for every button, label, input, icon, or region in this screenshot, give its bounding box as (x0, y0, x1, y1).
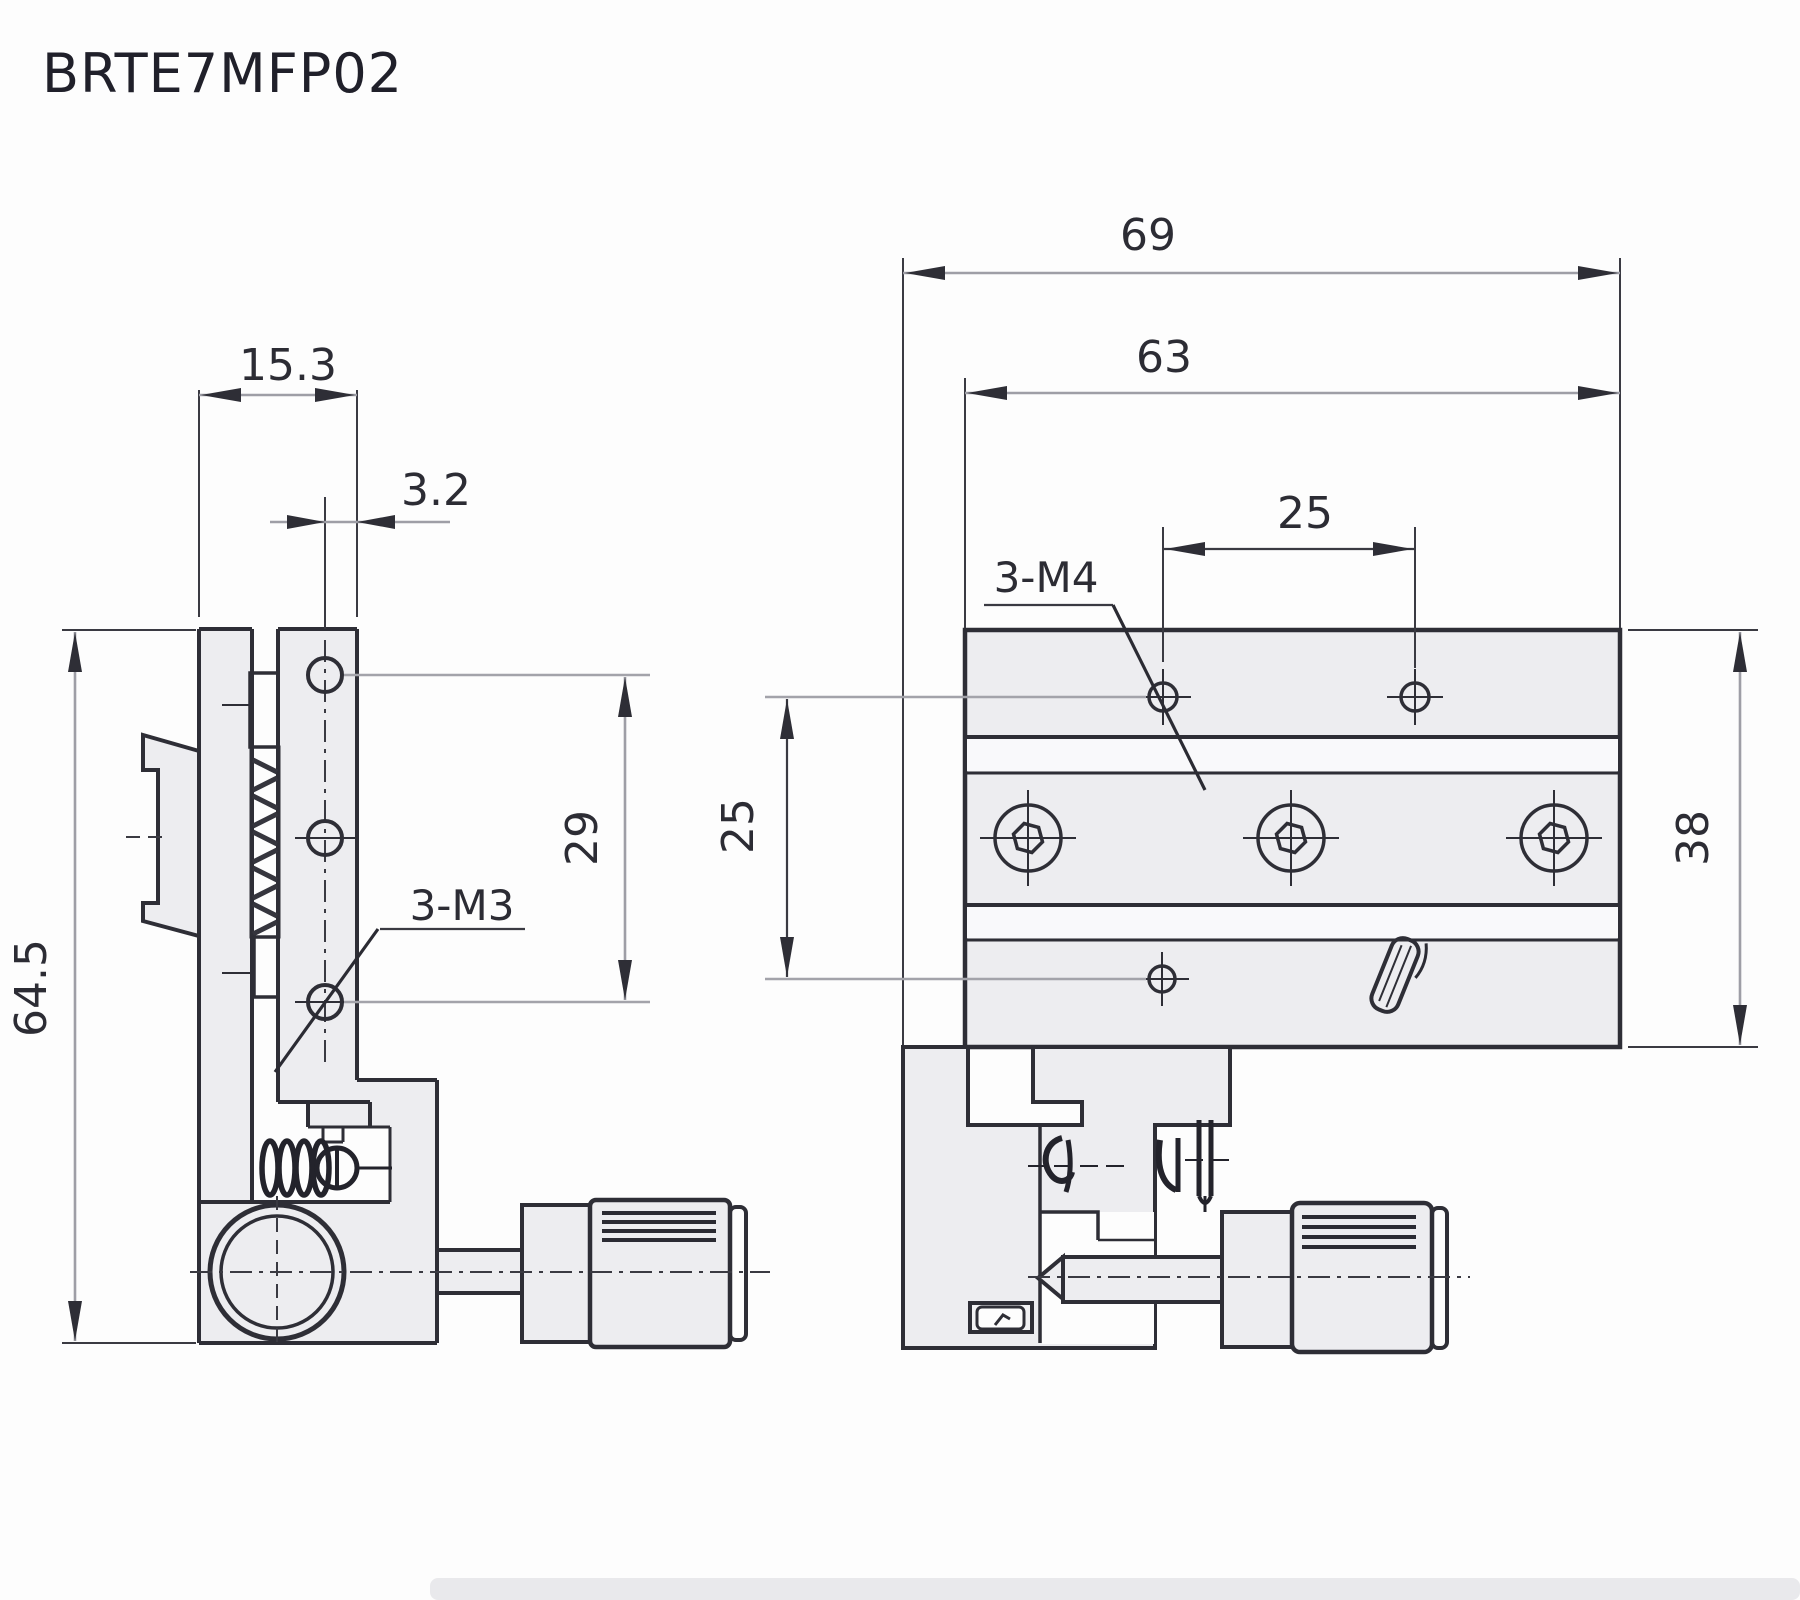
dim-height: 64.5 (6, 629, 196, 1344)
label-3m3: 3-M3 (273, 881, 525, 1073)
micrometer-sleeve (520, 1203, 592, 1344)
preload-springs (1028, 1120, 1230, 1212)
dim-width-top: 15.3 (198, 340, 358, 617)
m3-holes (295, 640, 355, 1065)
micrometer-side (190, 1197, 770, 1350)
bottom-artifact (430, 1578, 1800, 1600)
dim-hole-spacing-side: 25 (713, 695, 1146, 981)
plate-band-lines (965, 735, 1620, 942)
return-spring (259, 1138, 392, 1198)
front-body-details (1038, 1125, 1155, 1343)
dim-38: 38 (1668, 810, 1719, 866)
spindle-shaft (1061, 1255, 1224, 1304)
side-left-plate (199, 629, 252, 1202)
label-3m4: 3-M4 (984, 553, 1207, 791)
dim-64-5: 64.5 (6, 939, 57, 1037)
dim-hole-span: 29 (344, 673, 650, 1004)
label-3m4-text: 3-M4 (994, 553, 1099, 602)
dim-29: 29 (557, 810, 608, 866)
dim-15-3: 15.3 (239, 340, 337, 391)
counterbore-holes (980, 790, 1602, 886)
plate-groove-bottom (967, 907, 1618, 938)
thimble-knurl-front (1302, 1215, 1416, 1249)
thimble-knurl (602, 1211, 716, 1242)
dim-height-plate: 38 (1628, 629, 1758, 1048)
dim-width-plate: 63 (964, 332, 1620, 628)
micrometer-sleeve-front (1220, 1210, 1294, 1349)
plate-groove-top (967, 739, 1618, 771)
roller-hatch (251, 757, 279, 937)
stop-pin (1196, 1120, 1214, 1212)
m3-hole-top (306, 656, 344, 694)
thimble-end-cap (728, 1205, 748, 1342)
side-screw-bracket (308, 1102, 370, 1127)
micrometer-front (1028, 1200, 1470, 1355)
dim-69: 69 (1120, 210, 1176, 261)
dim-hole-offset: 3.2 (270, 465, 471, 629)
dim-63: 63 (1136, 332, 1192, 383)
dim-width-overall: 69 (902, 210, 1621, 1045)
clamp-pin (1369, 936, 1428, 1014)
side-view: 15.3 3.2 64.5 29 (6, 340, 770, 1350)
dim-25-top: 25 (1277, 488, 1333, 539)
dim-25-side: 25 (713, 798, 764, 854)
lock-detail-box (968, 1301, 1034, 1334)
dim-hole-spacing-top: 25 (1162, 488, 1416, 668)
side-right-plate (278, 629, 357, 1102)
dovetail-clamp (141, 732, 201, 939)
front-view: 69 63 25 25 (713, 210, 1758, 1355)
part-number-title: BRTE7MFP02 (42, 42, 403, 105)
dim-3-2: 3.2 (401, 465, 471, 516)
crossed-roller-rail (126, 671, 281, 999)
label-3m3-text: 3-M3 (410, 881, 515, 930)
